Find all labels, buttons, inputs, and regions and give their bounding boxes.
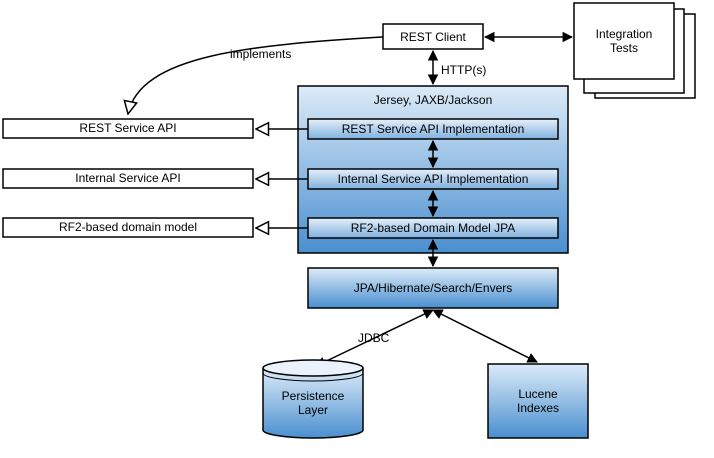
domain-model-node: RF2-based domain model — [2, 217, 254, 238]
jdbc-edge — [315, 309, 434, 367]
domain-model-box — [2, 217, 254, 238]
persistence-label-1: Persistence — [282, 389, 345, 403]
internal-api-node: Internal Service API — [2, 168, 254, 189]
integration-tests-node: Integration Tests — [573, 2, 696, 99]
lucene-label-2: Indexes — [517, 401, 559, 415]
rest-impl-label: REST Service API Implementation — [342, 122, 525, 136]
persistence-cylinder-body — [262, 368, 364, 439]
rest-client-box — [382, 23, 484, 50]
rest-client-node: REST Client — [382, 23, 484, 50]
domain-jpa-node: RF2-based Domain Model JPA — [307, 217, 559, 239]
jpa-stack-node: JPA/Hibernate/Search/Envers — [307, 267, 559, 309]
implements-edge-label: implements — [230, 47, 291, 61]
internal-api-label: Internal Service API — [75, 171, 180, 185]
implements-edge — [128, 36, 384, 114]
rest-api-box — [2, 118, 254, 139]
persistence-cylinder-band — [262, 372, 364, 382]
persistence-label-2: Layer — [298, 403, 328, 417]
jpa-stack-box — [307, 267, 559, 309]
internal-api-box — [2, 168, 254, 189]
integration-tests-box — [573, 2, 675, 80]
persistence-cylinder-top — [262, 359, 364, 377]
rest-api-label: REST Service API — [79, 121, 176, 135]
internal-impl-label: Internal Service API Implementation — [338, 172, 529, 186]
internal-impl-node: Internal Service API Implementation — [307, 168, 559, 190]
lucene-node: Lucene Indexes — [487, 363, 589, 439]
rest-impl-node: REST Service API Implementation — [307, 118, 559, 140]
integration-tests-label-2: Tests — [610, 41, 638, 55]
domain-model-label: RF2-based domain model — [59, 220, 197, 234]
rest-api-node: REST Service API — [2, 118, 254, 139]
persistence-layer-node: Persistence Layer — [262, 359, 364, 439]
lucene-label-1: Lucene — [518, 387, 558, 401]
jersey-container-label: Jersey, JAXB/Jackson — [374, 93, 493, 107]
rest-client-label: REST Client — [400, 30, 466, 44]
http-edge-label: HTTP(s) — [441, 63, 486, 77]
lucene-box — [487, 363, 589, 439]
jdbc-edge-label: JDBC — [358, 331, 390, 345]
lucene-edge — [432, 309, 538, 363]
jpa-stack-label: JPA/Hibernate/Search/Envers — [354, 281, 513, 295]
domain-jpa-label: RF2-based Domain Model JPA — [351, 221, 516, 235]
integration-tests-label-1: Integration — [596, 27, 653, 41]
